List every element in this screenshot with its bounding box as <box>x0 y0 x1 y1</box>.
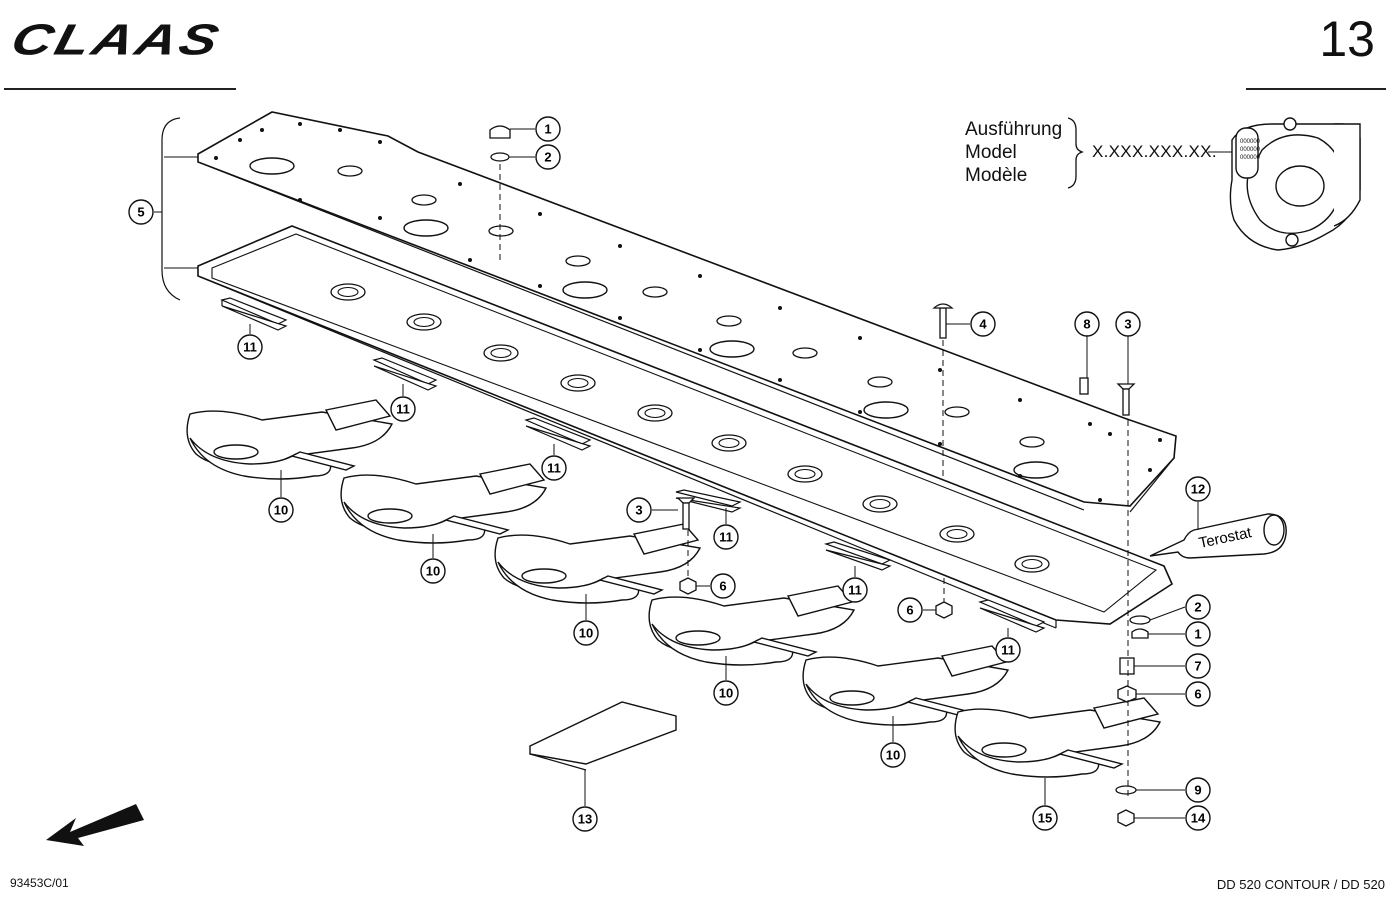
svg-text:14: 14 <box>1191 811 1206 826</box>
callout-11d: 11 <box>713 524 739 550</box>
callout-14: 14 <box>1185 805 1211 831</box>
svg-text:3: 3 <box>635 503 642 518</box>
svg-text:000000: 000000 <box>1240 155 1261 161</box>
variant-label-en: Model <box>965 142 1017 163</box>
svg-text:11: 11 <box>396 402 410 417</box>
alignment-lines <box>499 164 1129 800</box>
callout-6b: 6 <box>897 597 923 623</box>
svg-text:9: 9 <box>1194 783 1201 798</box>
variant-labels: Ausführung Model Modèle <box>965 118 1062 187</box>
cutterbar-housing <box>197 225 1174 629</box>
callout-11c: 11 <box>541 455 567 481</box>
svg-text:000000: 000000 <box>1240 147 1261 153</box>
page-number: 13 <box>1319 11 1375 67</box>
terostat-tube <box>1149 513 1287 559</box>
svg-text:11: 11 <box>848 583 862 598</box>
callout-12: 12 <box>1185 476 1211 502</box>
svg-text:10: 10 <box>886 748 900 763</box>
callout-6c: 6 <box>1185 681 1211 707</box>
svg-text:2: 2 <box>1194 600 1201 615</box>
skid-plate-edge <box>529 753 587 771</box>
svg-text:4: 4 <box>979 317 987 332</box>
callout-5: 5 <box>128 199 154 225</box>
callout-6a: 6 <box>710 573 736 599</box>
variant-brace <box>1067 117 1085 189</box>
callout-1a: 1 <box>535 116 561 142</box>
model-code: X.XXX.XXX.XX. <box>1092 142 1217 161</box>
svg-text:11: 11 <box>547 461 561 476</box>
hardware <box>489 125 1151 827</box>
bracket-5 <box>161 117 181 301</box>
callout-11b: 11 <box>390 396 416 422</box>
svg-text:6: 6 <box>906 603 913 618</box>
svg-text:13: 13 <box>578 812 592 827</box>
svg-text:15: 15 <box>1038 811 1052 826</box>
svg-text:6: 6 <box>719 579 726 594</box>
callout-1b: 1 <box>1185 621 1211 647</box>
svg-text:10: 10 <box>274 503 288 518</box>
svg-text:2: 2 <box>544 150 551 165</box>
callout-leaders <box>154 128 1199 819</box>
svg-text:10: 10 <box>719 686 733 701</box>
svg-text:1: 1 <box>1194 627 1201 642</box>
svg-text:10: 10 <box>426 564 440 579</box>
callout-11a: 11 <box>237 334 263 360</box>
callout-10a: 10 <box>268 497 294 523</box>
cutting-discs <box>186 399 1162 778</box>
callout-11e: 11 <box>842 577 868 603</box>
variant-label-fr: Modèle <box>965 165 1028 186</box>
gearbox-thumbnail <box>1229 117 1361 251</box>
callout-8: 8 <box>1074 311 1100 337</box>
svg-text:7: 7 <box>1194 659 1201 674</box>
svg-text:000000: 000000 <box>1240 139 1261 145</box>
callout-10e: 10 <box>880 742 906 768</box>
serial-plate-icon: 000000 000000 000000 <box>1240 139 1261 161</box>
callout-bubbles: 1 2 5 4 8 3 11 11 11 11 11 11 12 3 6 6 1… <box>128 116 1211 832</box>
callout-2b: 2 <box>1185 594 1211 620</box>
callout-3b: 3 <box>626 497 652 523</box>
svg-text:12: 12 <box>1191 482 1205 497</box>
svg-text:11: 11 <box>719 530 733 545</box>
svg-text:5: 5 <box>137 205 144 220</box>
svg-text:8: 8 <box>1083 317 1090 332</box>
callout-10b: 10 <box>420 558 446 584</box>
svg-text:6: 6 <box>1194 687 1201 702</box>
callout-7: 7 <box>1185 653 1211 679</box>
svg-text:3: 3 <box>1124 317 1131 332</box>
callout-2a: 2 <box>535 144 561 170</box>
callout-15: 15 <box>1032 805 1058 831</box>
callout-13: 13 <box>572 806 598 832</box>
direction-arrow-icon <box>46 804 144 846</box>
header-rule-right <box>1246 88 1386 90</box>
drawing-number: 93453C/01 <box>10 876 69 890</box>
header-rule-left <box>4 88 236 90</box>
callout-3a: 3 <box>1115 311 1141 337</box>
machine-model: DD 520 CONTOUR / DD 520 <box>1216 877 1385 892</box>
callout-11f: 11 <box>995 637 1021 663</box>
mounting-pads <box>220 297 1046 633</box>
callout-10c: 10 <box>573 620 599 646</box>
variant-label-de: Ausführung <box>965 119 1063 140</box>
callout-10d: 10 <box>713 680 739 706</box>
svg-text:10: 10 <box>579 626 593 641</box>
svg-text:1: 1 <box>544 122 551 137</box>
callout-4: 4 <box>970 311 996 337</box>
svg-text:11: 11 <box>243 340 257 355</box>
callout-9: 9 <box>1185 777 1211 803</box>
top-cover-plate <box>197 111 1177 513</box>
svg-text:11: 11 <box>1001 643 1015 658</box>
skid-plate <box>529 701 677 765</box>
